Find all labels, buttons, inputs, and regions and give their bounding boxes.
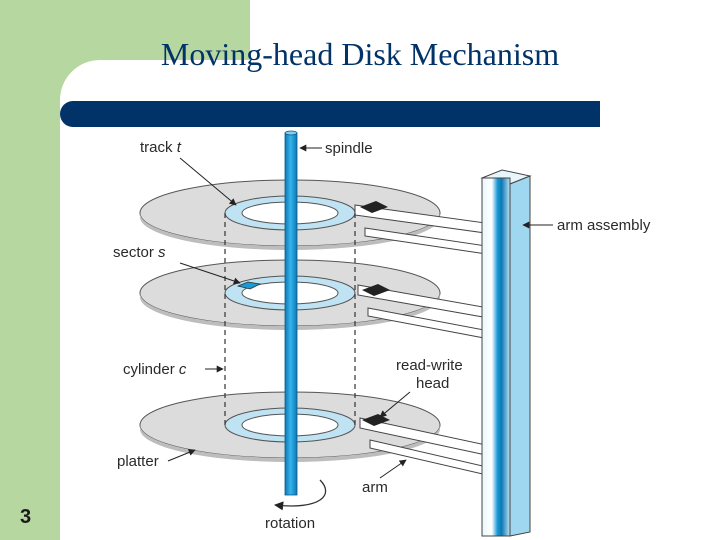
- label-read-write-line2: head: [416, 375, 449, 392]
- spindle: [284, 132, 298, 496]
- label-sector: sector s: [113, 244, 166, 261]
- rotation-arrow: [274, 479, 327, 511]
- label-track: track t: [140, 139, 182, 156]
- slide-title: Moving-head Disk Mechanism: [160, 36, 560, 72]
- arm-assembly: [480, 169, 532, 537]
- label-rotation: rotation: [265, 515, 315, 532]
- label-cylinder: cylinder c: [123, 361, 187, 378]
- label-spindle: spindle: [325, 140, 373, 157]
- label-arm: arm: [362, 479, 388, 496]
- page-number: 3: [20, 506, 32, 528]
- label-read-write-line1: read-write: [396, 357, 463, 374]
- label-arm-assembly: arm assembly: [557, 217, 651, 234]
- sector-highlight: [236, 281, 262, 290]
- arm-top: [354, 201, 501, 257]
- label-platter: platter: [117, 453, 159, 470]
- arm-middle: [357, 284, 501, 342]
- corner-notch: [60, 60, 250, 100]
- title-underline-bar: [60, 101, 600, 127]
